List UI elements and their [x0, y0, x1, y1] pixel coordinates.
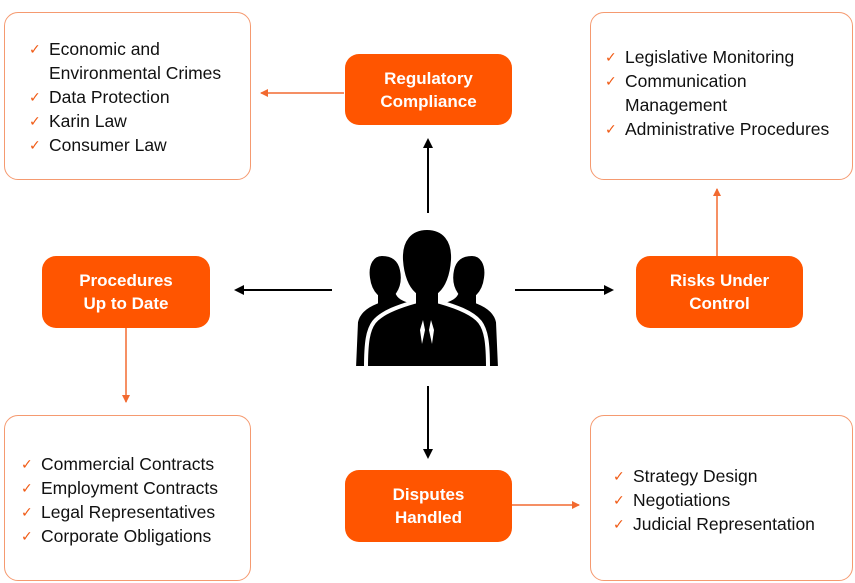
- node-label-line: Control: [689, 294, 750, 313]
- check-icon: ✓: [29, 41, 41, 57]
- node-label-line: Regulatory: [384, 68, 473, 88]
- business-team-icon: [352, 225, 502, 370]
- list-item: ✓Judicial Representation: [613, 514, 815, 534]
- check-icon: ✓: [613, 468, 625, 484]
- check-icon: ✓: [29, 113, 41, 129]
- list-item: ✓Strategy Design: [613, 466, 758, 486]
- list-item: ✓Administrative Procedures: [605, 119, 830, 139]
- list-item: ✓Negotiations: [613, 490, 731, 510]
- check-icon: ✓: [29, 89, 41, 105]
- check-icon: ✓: [21, 504, 33, 520]
- node-label-line: Up to Date: [83, 294, 169, 313]
- procedures-list: ✓Commercial Contracts ✓Employment Contra…: [19, 452, 250, 548]
- list-item: ✓Karin Law: [29, 111, 127, 131]
- check-icon: ✓: [605, 49, 617, 65]
- check-icon: ✓: [29, 137, 41, 153]
- regulatory-list-box: ✓Economic and Environmental Crimes ✓Data…: [4, 12, 251, 180]
- disputes-list-box: ✓Strategy Design ✓Negotiations ✓Judicial…: [590, 415, 853, 581]
- regulatory-list: ✓Economic and Environmental Crimes ✓Data…: [27, 37, 250, 157]
- check-icon: ✓: [21, 480, 33, 496]
- list-item: ✓Employment Contracts: [21, 478, 219, 498]
- node-label-line: Procedures: [79, 271, 173, 290]
- check-icon: ✓: [605, 121, 617, 137]
- disputes-handled-node: Disputes Handled: [345, 470, 512, 542]
- node-label-line: Risks Under: [669, 271, 770, 290]
- check-icon: ✓: [21, 528, 33, 544]
- risks-list-box: ✓Legislative Monitoring ✓Communication M…: [590, 12, 853, 180]
- check-icon: ✓: [613, 492, 625, 508]
- regulatory-compliance-node: Regulatory Compliance: [345, 54, 512, 125]
- list-item: ✓Consumer Law: [29, 135, 167, 155]
- check-icon: ✓: [21, 456, 33, 472]
- check-icon: ✓: [605, 73, 617, 89]
- list-item: ✓Communication Management: [605, 71, 747, 115]
- risks-list: ✓Legislative Monitoring ✓Communication M…: [603, 45, 835, 141]
- list-item: ✓Economic and Environmental Crimes: [29, 39, 222, 83]
- check-icon: ✓: [613, 516, 625, 532]
- node-label-line: Handled: [394, 508, 463, 527]
- disputes-list: ✓Strategy Design ✓Negotiations ✓Judicial…: [611, 464, 852, 536]
- list-item: ✓Data Protection: [29, 87, 170, 107]
- list-item: ✓Legal Representatives: [21, 502, 216, 522]
- procedures-up-to-date-node: Procedures Up to Date: [42, 256, 210, 328]
- node-label-line: Compliance: [380, 91, 477, 111]
- list-item: ✓Corporate Obligations: [21, 526, 212, 546]
- risks-under-control-node: Risks Under Control: [636, 256, 803, 328]
- procedures-list-box: ✓Commercial Contracts ✓Employment Contra…: [4, 415, 251, 581]
- list-item: ✓Commercial Contracts: [21, 454, 215, 474]
- node-label-line: Disputes: [392, 485, 465, 504]
- list-item: ✓Legislative Monitoring: [605, 47, 795, 67]
